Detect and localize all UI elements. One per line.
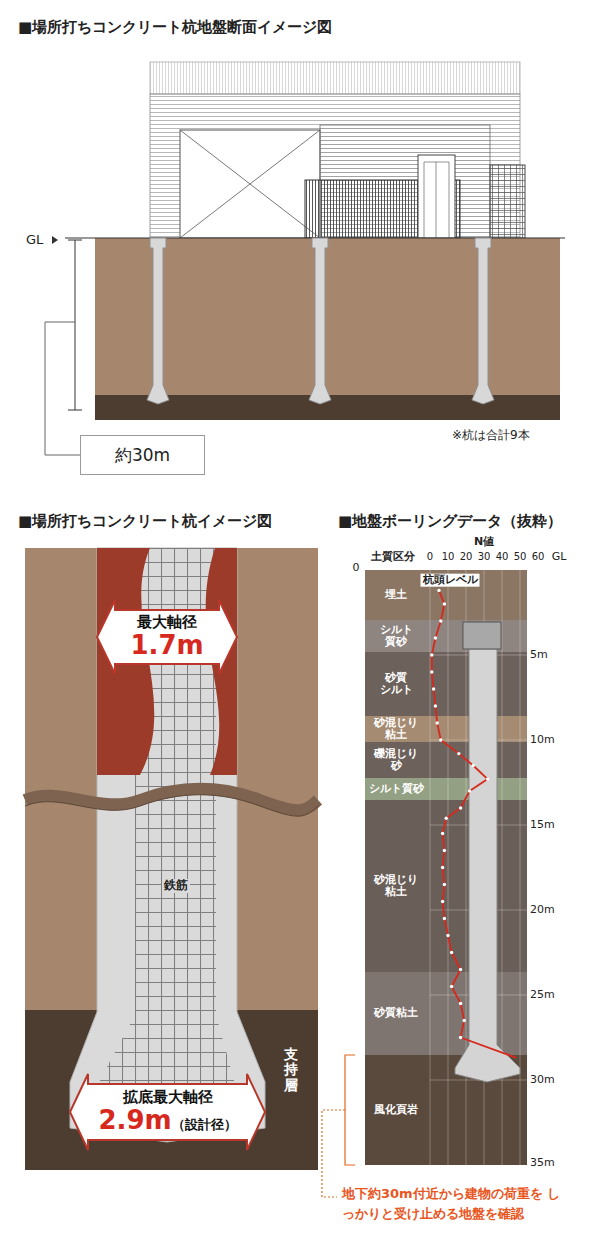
axis-label: 30 xyxy=(478,551,491,563)
support-bracket xyxy=(322,1055,355,1197)
soil-band: 砂混じり 粘土 xyxy=(365,800,527,972)
node-text: 1.7m xyxy=(115,631,219,660)
node-text: 最大軸径 xyxy=(115,614,219,631)
soil-band: 砂質 シルト xyxy=(365,652,527,716)
layer-label: 支持層 xyxy=(284,1047,298,1093)
depth-label: 0 xyxy=(353,562,360,575)
ground-level-label: GL xyxy=(552,551,567,564)
node-text: 2.9m xyxy=(98,1106,171,1135)
depth-label: 20m xyxy=(530,904,555,917)
node-text: 砂質 シルト xyxy=(380,672,413,696)
section-heading: ■場所打ちコンクリート杭イメージ図 xyxy=(18,513,272,530)
n-value-line xyxy=(432,590,517,1058)
soil-band: シルト質砂 xyxy=(365,778,527,800)
axis-label: 10 xyxy=(442,551,455,563)
dimension-box: 約30m xyxy=(80,435,205,475)
node-text: 砂混じり 粘土 xyxy=(374,874,418,898)
axis-label: 60 xyxy=(532,551,545,563)
building-drawing xyxy=(150,62,525,238)
depth-label: 35m xyxy=(530,1157,555,1170)
soil-band: 礫混じり 砂 xyxy=(365,742,527,778)
section-heading: ■地盤ボーリングデータ（抜粋） xyxy=(338,513,562,530)
dimension-line xyxy=(45,236,82,455)
depth-label: 25m xyxy=(530,989,555,1002)
node-text: シルト質砂 xyxy=(369,783,424,795)
section-heading: ■場所打ちコンクリート杭地盤断面イメージ図 xyxy=(18,19,332,36)
node-text: 礫混じり 砂 xyxy=(374,748,418,772)
pile-symbol xyxy=(455,622,520,1082)
pile-head-label: 杭頭レベル xyxy=(421,574,480,587)
node-text: 風化頁岩 xyxy=(374,1104,418,1116)
pile-symbol xyxy=(147,238,494,404)
column-header: N値 xyxy=(474,536,494,549)
depth-label: 5m xyxy=(530,649,548,662)
part-label: 鉄筋 xyxy=(162,879,190,893)
diameter-arrow: 最大軸径1.7m xyxy=(97,600,237,674)
soil-band: シルト 質砂 xyxy=(365,620,527,652)
depth-label: 15m xyxy=(530,819,555,832)
node-text: 拡底最大軸径 xyxy=(88,1089,247,1106)
axis-label: 20 xyxy=(460,551,473,563)
axis-label: 50 xyxy=(514,551,527,563)
node-text: （設計径） xyxy=(172,1118,237,1132)
soil-band: 砂質粘土 xyxy=(365,972,527,1055)
axis-label: 0 xyxy=(427,551,433,563)
soil-band: 砂混じり 粘土 xyxy=(365,716,527,742)
pile-illustration xyxy=(25,548,318,1170)
diameter-arrow: 拡底最大軸径2.9m（設計径） xyxy=(70,1074,265,1150)
depth-label: 10m xyxy=(530,734,555,747)
callout-note: 地下約30m付近から建物の荷重を しっかりと受け止める地盤を確認 xyxy=(342,1184,567,1224)
node-text: シルト 質砂 xyxy=(380,624,413,648)
note: ※杭は合計9本 xyxy=(452,429,530,443)
node-text: 砂質粘土 xyxy=(374,1007,418,1019)
node-text: 埋土 xyxy=(385,589,407,601)
column-header: 土質区分 xyxy=(371,551,415,564)
node-text: 砂混じり 粘土 xyxy=(374,717,418,741)
node-text: 約30m xyxy=(115,446,170,465)
chart-grid xyxy=(430,570,527,1165)
ground-level-label: GL xyxy=(26,233,43,248)
ground-section xyxy=(65,238,565,420)
axis-label: 40 xyxy=(496,551,509,563)
depth-label: 30m xyxy=(530,1074,555,1087)
